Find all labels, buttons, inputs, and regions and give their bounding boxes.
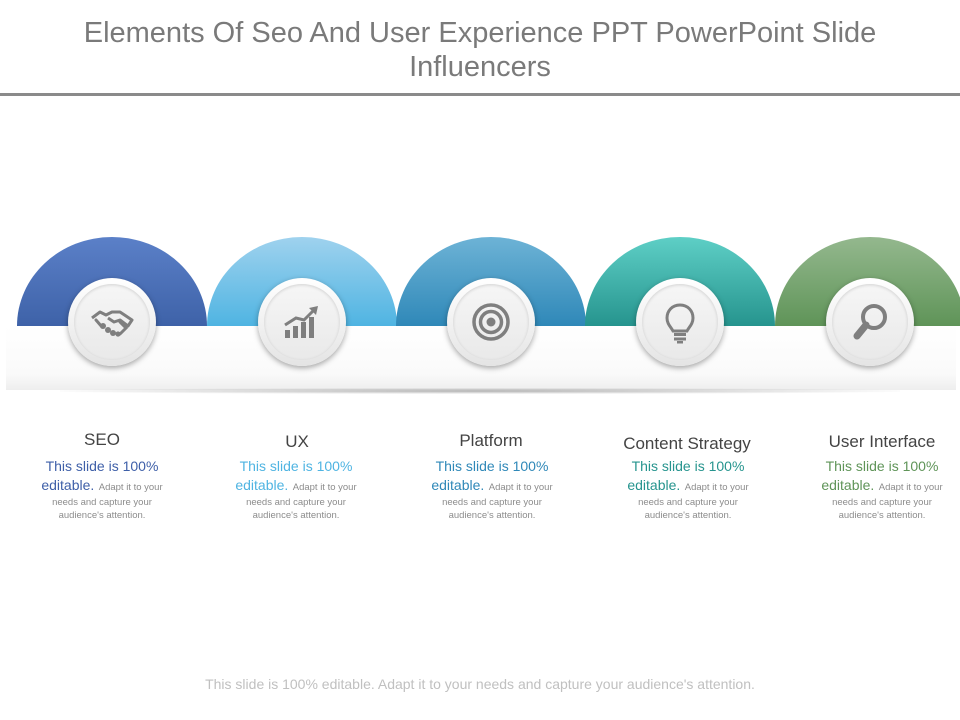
desc-highlight-seo: This slide is 100% editable. [41, 458, 159, 493]
footer-note: This slide is 100% editable. Adapt it to… [205, 676, 755, 692]
handshake-icon [91, 310, 134, 337]
icon-circle-content-strategy [636, 278, 724, 366]
desc-detail-ux: Adapt it to your needs and capture your … [246, 482, 357, 521]
icon-circle-seo [68, 278, 156, 366]
label-seo: SEO [84, 430, 120, 449]
desc-seo: This slide is 100% editable. Adapt it to… [32, 457, 172, 521]
icon-circle-ux [258, 278, 346, 366]
label-ux: UX [285, 432, 309, 451]
desc-highlight-platform: This slide is 100% editable. [431, 458, 549, 493]
label-platform: Platform [459, 431, 523, 450]
desc-detail-user-interface: Adapt it to your needs and capture your … [832, 482, 943, 521]
growth-chart-icon [284, 306, 318, 338]
desc-highlight-user-interface: This slide is 100% editable. [821, 458, 939, 493]
desc-detail-content-strategy: Adapt it to your needs and capture your … [638, 482, 749, 521]
desc-highlight-ux: This slide is 100% editable. [235, 458, 353, 493]
desc-highlight-content-strategy: This slide is 100% editable. [627, 458, 745, 493]
base-band-shadow [60, 388, 900, 394]
desc-detail-seo: Adapt it to your needs and capture your … [52, 482, 163, 521]
magnifier-icon [853, 304, 887, 340]
desc-ux: This slide is 100% editable. Adapt it to… [226, 457, 366, 521]
icon-circle-user-interface [826, 278, 914, 366]
desc-content-strategy: This slide is 100% editable. Adapt it to… [618, 457, 758, 521]
desc-platform: This slide is 100% editable. Adapt it to… [422, 457, 562, 521]
desc-user-interface: This slide is 100% editable. Adapt it to… [812, 457, 952, 521]
title-divider [0, 93, 960, 96]
slide-title: Elements Of Seo And User Experience PPT … [83, 17, 877, 83]
desc-detail-platform: Adapt it to your needs and capture your … [442, 482, 553, 521]
lightbulb-icon [665, 303, 695, 344]
label-user-interface: User Interface [828, 432, 936, 451]
target-icon [472, 303, 510, 341]
icon-circle-platform [447, 278, 535, 366]
label-content-strategy: Content Strategy [623, 434, 751, 453]
